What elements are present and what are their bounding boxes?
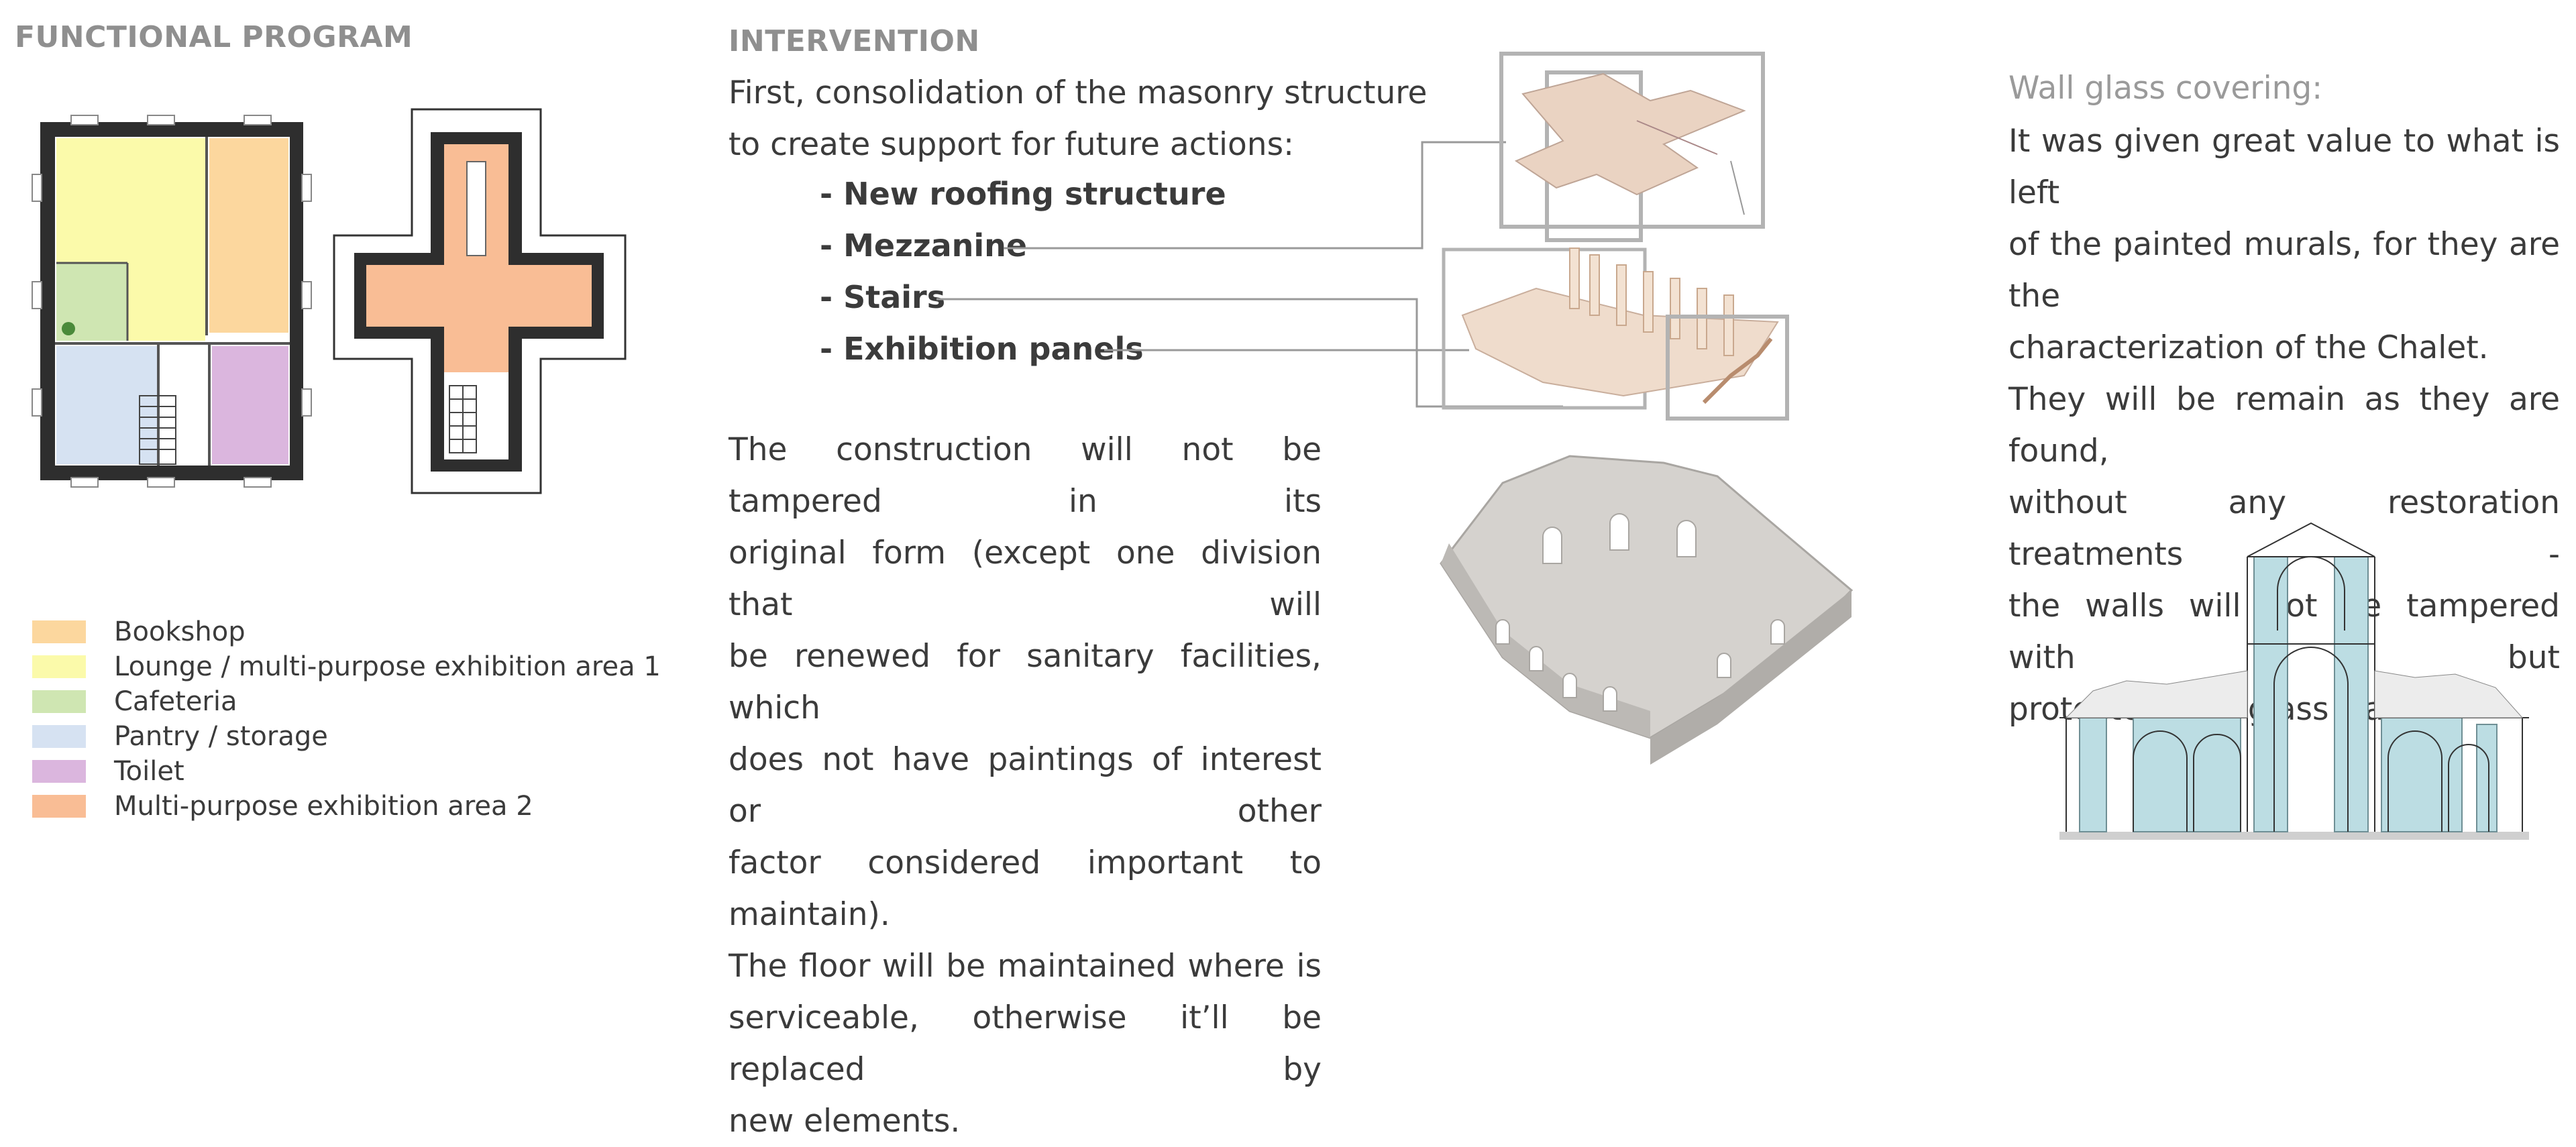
bookshop-swatch — [32, 620, 86, 643]
floor-plan-ground — [32, 115, 312, 488]
legend-item-pantry: Pantry / storage — [32, 721, 328, 752]
wall-glass-line: without any restoration treatments - — [2008, 484, 2560, 573]
paragraph-line: The construction will not be tampered in… — [729, 431, 1322, 520]
wall-glass-line: of the painted murals, for they are the — [2008, 226, 2560, 315]
wall-glass-heading: Wall glass covering: — [2008, 70, 2323, 107]
legend-label: Multi-purpose exhibition area 2 — [114, 791, 533, 822]
functional-program-heading: FUNCTIONAL PROGRAM — [15, 20, 413, 54]
exploded-axonometric-diagram — [936, 52, 1854, 765]
paragraph-line: does not have paintings of interest or o… — [729, 741, 1322, 830]
lounge-swatch — [32, 655, 86, 678]
bullet-mezzanine: - Mezzanine — [820, 227, 1028, 264]
wall-glass-line: characterization of the Chalet. — [2008, 329, 2489, 366]
leader-lines — [936, 141, 1563, 408]
bullet-new-roofing: - New roofing structure — [820, 176, 1226, 212]
legend-item-lounge: Lounge / multi-purpose exhibition area 1 — [32, 651, 661, 682]
wall-glass-line: They will be remain as they are found, — [2008, 381, 2560, 470]
paragraph-line: new elements. — [729, 1103, 961, 1140]
intervention-intro-1: First, consolidation of the masonry stru… — [729, 74, 1428, 111]
paragraph-line: original form (except one division that … — [729, 535, 1322, 623]
legend-item-bookshop: Bookshop — [32, 616, 246, 647]
exhibition-2-swatch — [32, 795, 86, 818]
section-drawing — [2059, 522, 2529, 840]
paragraph-line: The floor will be maintained where is — [729, 948, 1322, 985]
floor-plan-upper — [333, 108, 627, 494]
masonry-model — [1440, 455, 1854, 765]
legend-item-cafeteria: Cafeteria — [32, 686, 237, 717]
cafeteria-swatch — [32, 690, 86, 713]
legend-label: Toilet — [114, 756, 184, 787]
bullet-stairs: - Stairs — [820, 279, 946, 315]
toilet-swatch — [32, 760, 86, 783]
paragraph-line: serviceable, otherwise it’ll be replaced… — [729, 999, 1322, 1088]
intervention-heading: INTERVENTION — [729, 24, 980, 58]
intervention-intro-2: to create support for future actions: — [729, 126, 1294, 163]
paragraph-line: be renewed for sanitary facilities, whic… — [729, 638, 1322, 726]
legend-label: Cafeteria — [114, 686, 237, 717]
roof-layer — [1499, 52, 1765, 242]
pantry-swatch — [32, 725, 86, 748]
legend-item-toilet: Toilet — [32, 756, 184, 787]
legend-item-exhibition-2: Multi-purpose exhibition area 2 — [32, 791, 533, 822]
legend-label: Bookshop — [114, 616, 246, 647]
wall-glass-line: It was given great value to what is left — [2008, 123, 2560, 211]
legend-label: Pantry / storage — [114, 721, 328, 752]
mezzanine-layer — [1442, 248, 1789, 421]
bullet-exhibition-panels: - Exhibition panels — [820, 331, 1144, 367]
legend-label: Lounge / multi-purpose exhibition area 1 — [114, 651, 661, 682]
